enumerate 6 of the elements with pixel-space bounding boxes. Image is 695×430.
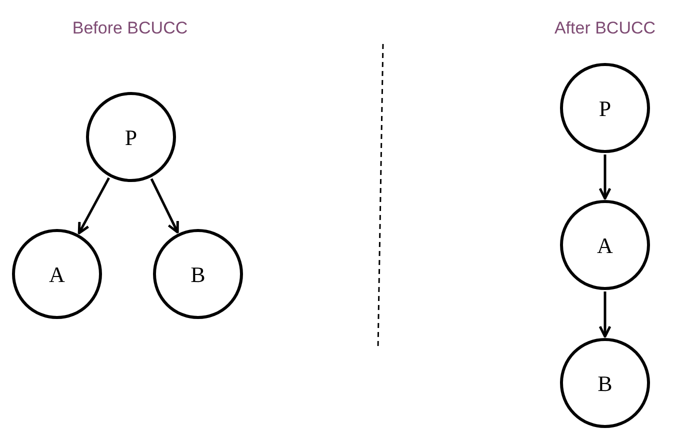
arrow [78, 177, 110, 234]
arrow [598, 292, 612, 338]
arrow [598, 154, 612, 200]
panel-heading: Before BCUCC [72, 20, 188, 36]
arrow [150, 178, 179, 234]
panel-heading: After BCUCC [554, 20, 656, 36]
